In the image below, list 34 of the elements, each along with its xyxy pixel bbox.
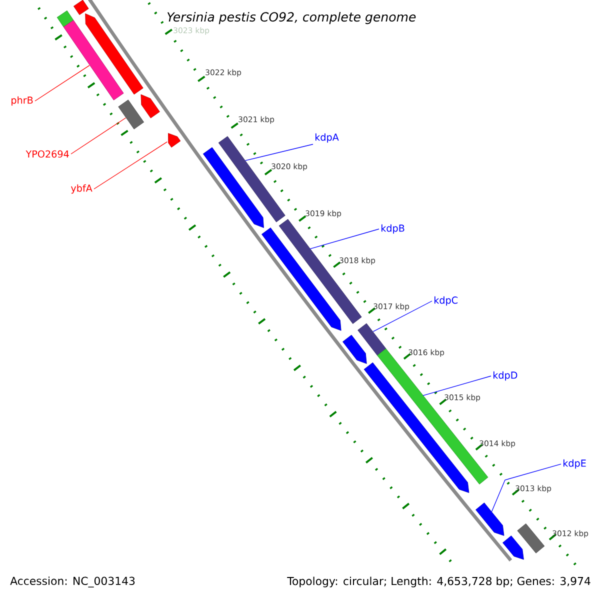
leader-line bbox=[310, 228, 380, 250]
gene-label: phrB bbox=[12, 96, 33, 106]
gene-bar bbox=[278, 219, 362, 324]
gene-bar bbox=[73, 0, 89, 15]
gene-label: kdpB bbox=[381, 224, 404, 234]
gene-block bbox=[262, 228, 342, 331]
leader-line bbox=[34, 65, 90, 102]
gene-block bbox=[202, 147, 264, 228]
gene-bar bbox=[56, 10, 74, 28]
gene-bar bbox=[358, 323, 386, 356]
gene-bar bbox=[517, 523, 545, 554]
leader-line bbox=[491, 464, 562, 512]
gene-block bbox=[476, 502, 504, 536]
gene-block bbox=[168, 133, 181, 148]
leader-line bbox=[422, 376, 492, 396]
map-title: Yersinia pestis CO92, complete genome bbox=[167, 12, 416, 24]
gene-block bbox=[502, 536, 524, 560]
gene-label: ybfA bbox=[70, 184, 92, 194]
gene-block bbox=[140, 94, 160, 118]
genome-stats-text: Topology: circular; Length: 4,653,728 bp; Genes: 3,974 bbox=[287, 576, 590, 588]
accession-text: Accession: NC_003143 bbox=[10, 576, 135, 588]
gene-bar bbox=[63, 20, 124, 100]
leader-line bbox=[372, 300, 432, 332]
leader-line bbox=[70, 118, 126, 154]
gene-bar bbox=[118, 100, 144, 130]
gene-label: kdpA bbox=[315, 133, 339, 143]
gene-label: kdpD bbox=[493, 371, 518, 381]
gene-label: kdpE bbox=[563, 459, 586, 469]
leader-line bbox=[244, 144, 314, 161]
leader-line bbox=[94, 142, 168, 190]
gene-label: kdpC bbox=[434, 296, 458, 306]
gene-block bbox=[85, 13, 144, 95]
gene-label: YPO2694 bbox=[26, 150, 69, 158]
gene-block bbox=[342, 334, 367, 364]
